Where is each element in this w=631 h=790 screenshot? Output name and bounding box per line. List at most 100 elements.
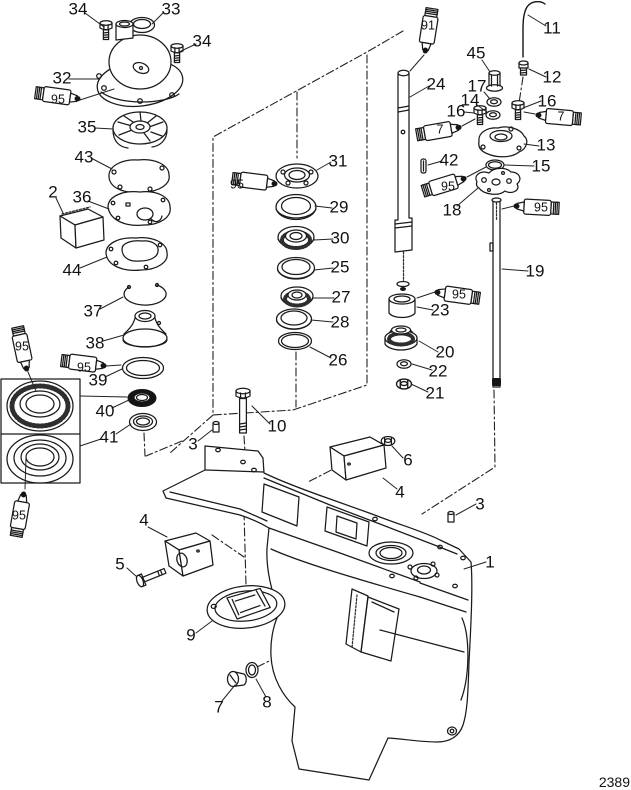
- callout-1: 1: [485, 552, 494, 571]
- leader-line: [504, 164, 535, 167]
- callout-11: 11: [543, 18, 561, 37]
- part-25-bearing-race: [276, 256, 316, 280]
- leader-line: [483, 91, 491, 100]
- part-7-drain-plug: [226, 670, 247, 688]
- leader-line: [476, 104, 488, 113]
- leader-line: [314, 205, 333, 209]
- callout-36: 36: [73, 187, 92, 206]
- part-27-tapered-bearing: [280, 286, 314, 308]
- part-31-bearing-carrier: [275, 163, 319, 189]
- seal-detail-box: [0, 378, 81, 484]
- leader-line: [104, 368, 123, 378]
- callout-44: 44: [63, 260, 82, 279]
- lubricant-tube-icon: [418, 6, 439, 54]
- construction-line: [243, 511, 247, 586]
- part-35-impeller: [112, 111, 168, 149]
- part-13-water-pump-base: [478, 126, 528, 158]
- leader-line: [463, 561, 487, 570]
- callout-7: 7: [214, 697, 223, 716]
- callout-15: 15: [532, 156, 551, 175]
- construction-line: [169, 30, 404, 454]
- callout-39: 39: [89, 370, 108, 389]
- leader-line: [463, 111, 475, 114]
- leader-line: [251, 405, 271, 425]
- callout-16: 16: [447, 101, 466, 120]
- leader-line: [115, 423, 132, 435]
- callout-42: 42: [440, 150, 459, 169]
- tube-label: 95: [77, 360, 91, 374]
- callout-4: 4: [139, 510, 148, 529]
- parts-artwork: [0, 0, 546, 781]
- part-19-shift-shaft: [489, 197, 502, 388]
- callout-24: 24: [427, 74, 446, 93]
- callout-30: 30: [331, 228, 350, 247]
- callout-34: 34: [193, 31, 212, 50]
- construction-line: [211, 534, 245, 558]
- leader-line: [461, 118, 476, 127]
- leader-line: [418, 340, 439, 353]
- callout-18: 18: [443, 200, 462, 219]
- leader-line: [178, 43, 197, 53]
- leader-line: [522, 100, 542, 109]
- leader-line: [528, 68, 547, 78]
- leader-line: [87, 200, 110, 210]
- leader-line: [382, 477, 398, 490]
- leader-line: [94, 127, 114, 130]
- part-3-dowel-pin-left: [212, 420, 220, 433]
- leader-line: [151, 12, 164, 25]
- tube-label: 95: [441, 179, 455, 193]
- part-9-trim-tab: [206, 585, 286, 629]
- tube-label: 7: [437, 122, 444, 136]
- callout-8: 8: [262, 692, 271, 711]
- callout-31: 31: [329, 151, 348, 170]
- callout-38: 38: [86, 333, 105, 352]
- leader-line: [427, 160, 443, 166]
- callout-6: 6: [403, 450, 412, 469]
- part-21-nut: [395, 378, 413, 390]
- part-29-bearing-race: [275, 193, 317, 221]
- leader-line: [309, 346, 332, 359]
- callout-20: 20: [436, 342, 455, 361]
- part-28-bearing-race: [275, 308, 313, 330]
- callout-41: 41: [100, 427, 119, 446]
- part-12-fitting: [518, 60, 529, 76]
- construction-line: [143, 432, 146, 457]
- part-3-dowel-pin-right: [447, 510, 455, 523]
- leader-line: [523, 143, 540, 147]
- part-8-seal-washer: [245, 661, 259, 679]
- callout-3: 3: [475, 494, 484, 513]
- callout-12: 12: [543, 67, 562, 86]
- part-20-bearing-assembly: [384, 325, 418, 351]
- lubricant-tube-icon: [9, 491, 30, 538]
- tube-label: 95: [15, 339, 29, 353]
- lubricant-tube-icon: [513, 198, 560, 216]
- leader-line: [84, 12, 105, 28]
- callout-16: 16: [538, 91, 557, 110]
- tube-label: 95: [230, 177, 244, 191]
- lubricant-tubes: [9, 6, 582, 538]
- leader-line: [481, 59, 491, 73]
- callout-3: 3: [188, 434, 197, 453]
- tube-label: 95: [12, 508, 26, 522]
- part-4-anode-right: [329, 436, 387, 481]
- leader-line: [90, 157, 113, 170]
- callout-10: 10: [268, 416, 287, 435]
- tube-label: 91: [421, 18, 435, 32]
- callout-32: 32: [53, 68, 72, 87]
- part-41-oil-seal: [128, 412, 158, 432]
- leader-line: [105, 364, 122, 367]
- construction-line: [421, 389, 496, 515]
- callout-22: 22: [429, 361, 448, 380]
- part-11-speedometer-tube: [522, 0, 546, 58]
- leader-line: [255, 678, 267, 698]
- part-22-washer: [396, 359, 412, 369]
- callout-2: 2: [48, 182, 57, 201]
- figure-number: 2389: [599, 774, 630, 790]
- lubricant-tube-icon: [230, 171, 278, 191]
- callout-29: 29: [330, 197, 349, 216]
- leader-line: [310, 319, 334, 323]
- part-23-bearing-sleeve: [388, 293, 416, 319]
- leader-line: [27, 371, 37, 392]
